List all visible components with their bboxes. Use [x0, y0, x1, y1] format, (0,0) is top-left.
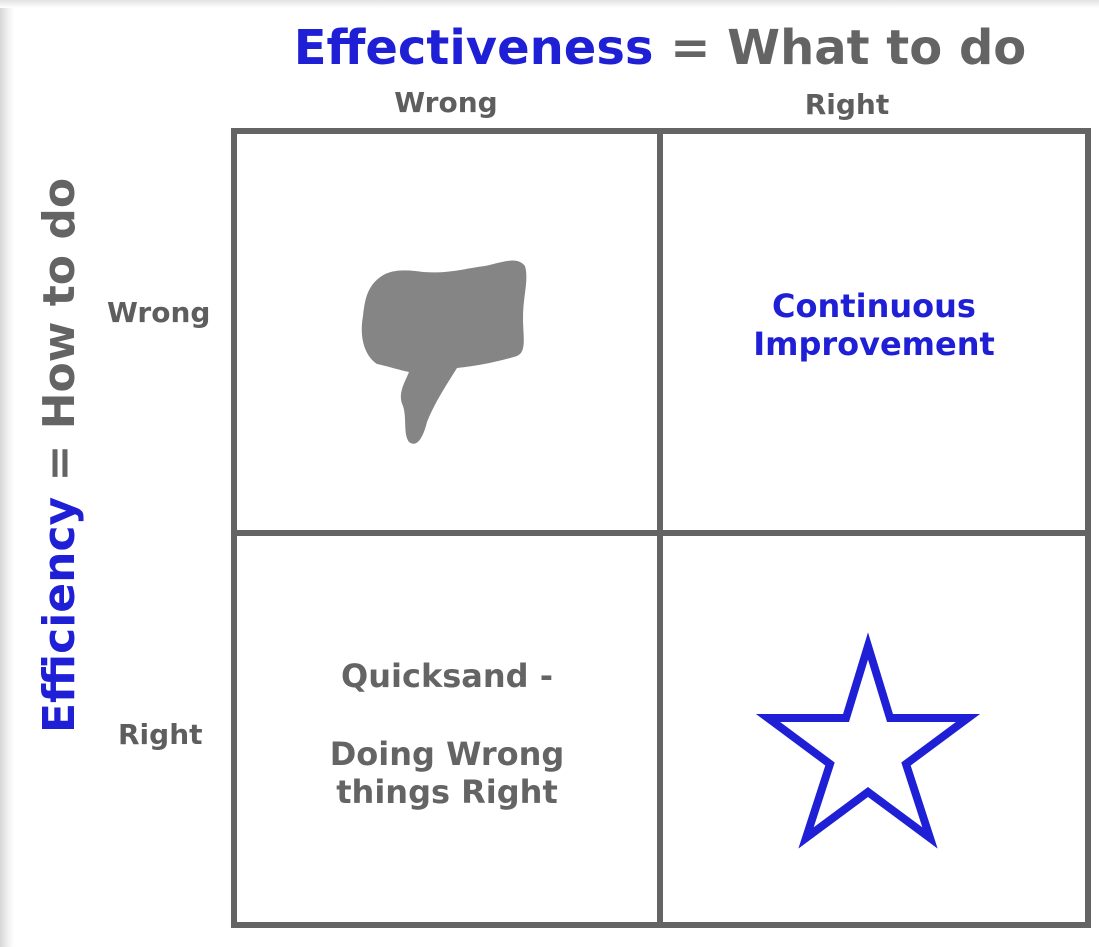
left-edge-shadow [0, 0, 14, 947]
y-axis-label: Efficiency = How to do [30, 178, 90, 733]
title-key-term: Effectiveness [293, 20, 654, 76]
title-definition: = What to do [653, 20, 1027, 76]
row-header-wrong: Wrong [107, 296, 211, 329]
top-edge-shadow [0, 0, 1099, 8]
diagram-title: Effectiveness = What to do [240, 20, 1080, 76]
cell-right-right [657, 530, 1091, 928]
matrix-grid: Continuous Improvement Quicksand - Doing… [231, 128, 1091, 928]
y-axis-definition: = How to do [34, 177, 85, 497]
row-header-right: Right [118, 718, 203, 751]
star-icon [755, 632, 981, 849]
quicksand-label: Quicksand - [341, 657, 553, 695]
thumbs-down-icon [361, 260, 527, 444]
doing-wrong-label-line1: Doing Wrong [329, 735, 565, 773]
doing-wrong-label-line2: things Right [336, 773, 558, 811]
column-header-wrong: Wrong [394, 86, 498, 119]
column-header-right: Right [804, 88, 890, 121]
cell-wrong-right: Quicksand - Doing Wrong things Right [231, 530, 663, 928]
y-axis-key-term: Efficiency [34, 496, 85, 733]
continuous-improvement-line2: Improvement [753, 325, 995, 363]
continuous-improvement-line1: Continuous [772, 287, 976, 325]
cell-wrong-wrong [231, 128, 663, 536]
cell-right-wrong: Continuous Improvement [657, 128, 1091, 536]
